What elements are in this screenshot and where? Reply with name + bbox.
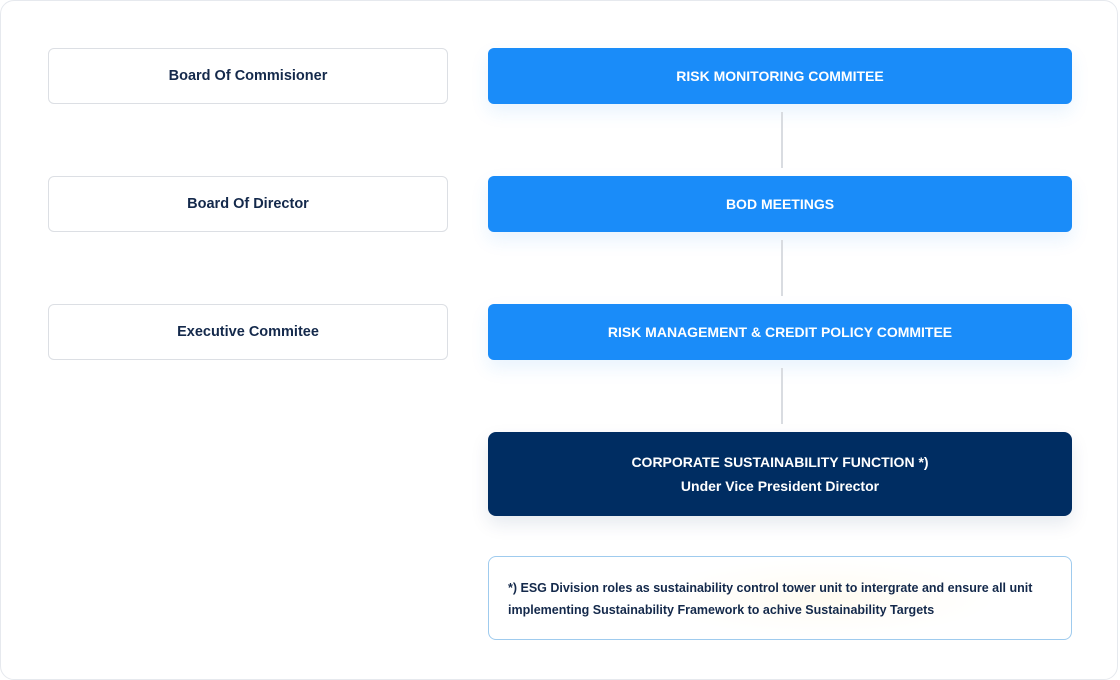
corporate-sustainability-function-title: CORPORATE SUSTAINABILITY FUNCTION *) [631,454,929,470]
connector-line [781,112,783,168]
executive-committee-box: Executive Commitee [48,304,448,360]
connector-line [781,368,783,424]
risk-management-credit-policy-committee-label: RISK MANAGEMENT & CREDIT POLICY COMMITEE [607,324,953,340]
risk-monitoring-committee-label: RISK MONITORING COMMITEE [676,68,884,84]
bod-meetings-box: BOD MEETINGS [488,176,1072,232]
executive-committee-label: Executive Commitee [177,324,319,340]
bod-meetings-label: BOD MEETINGS [725,196,835,212]
connector-line [781,240,783,296]
risk-monitoring-committee-box: RISK MONITORING COMMITEE [488,48,1072,104]
corporate-sustainability-function-box: CORPORATE SUSTAINABILITY FUNCTION *) Und… [488,432,1072,516]
board-of-director-label: Board Of Director [187,196,309,212]
esg-footnote-box: *) ESG Division roles as sustainability … [488,556,1072,640]
esg-footnote-line-1: *) ESG Division roles as sustainability … [508,581,1033,595]
risk-management-credit-policy-committee-box: RISK MANAGEMENT & CREDIT POLICY COMMITEE [488,304,1072,360]
board-of-commissioner-label: Board Of Commisioner [168,68,328,84]
board-of-commissioner-box: Board Of Commisioner [48,48,448,104]
esg-footnote-line-2: implementing Sustainability Framework to… [508,603,935,617]
board-of-director-box: Board Of Director [48,176,448,232]
corporate-sustainability-function-subtitle: Under Vice President Director [680,478,880,494]
